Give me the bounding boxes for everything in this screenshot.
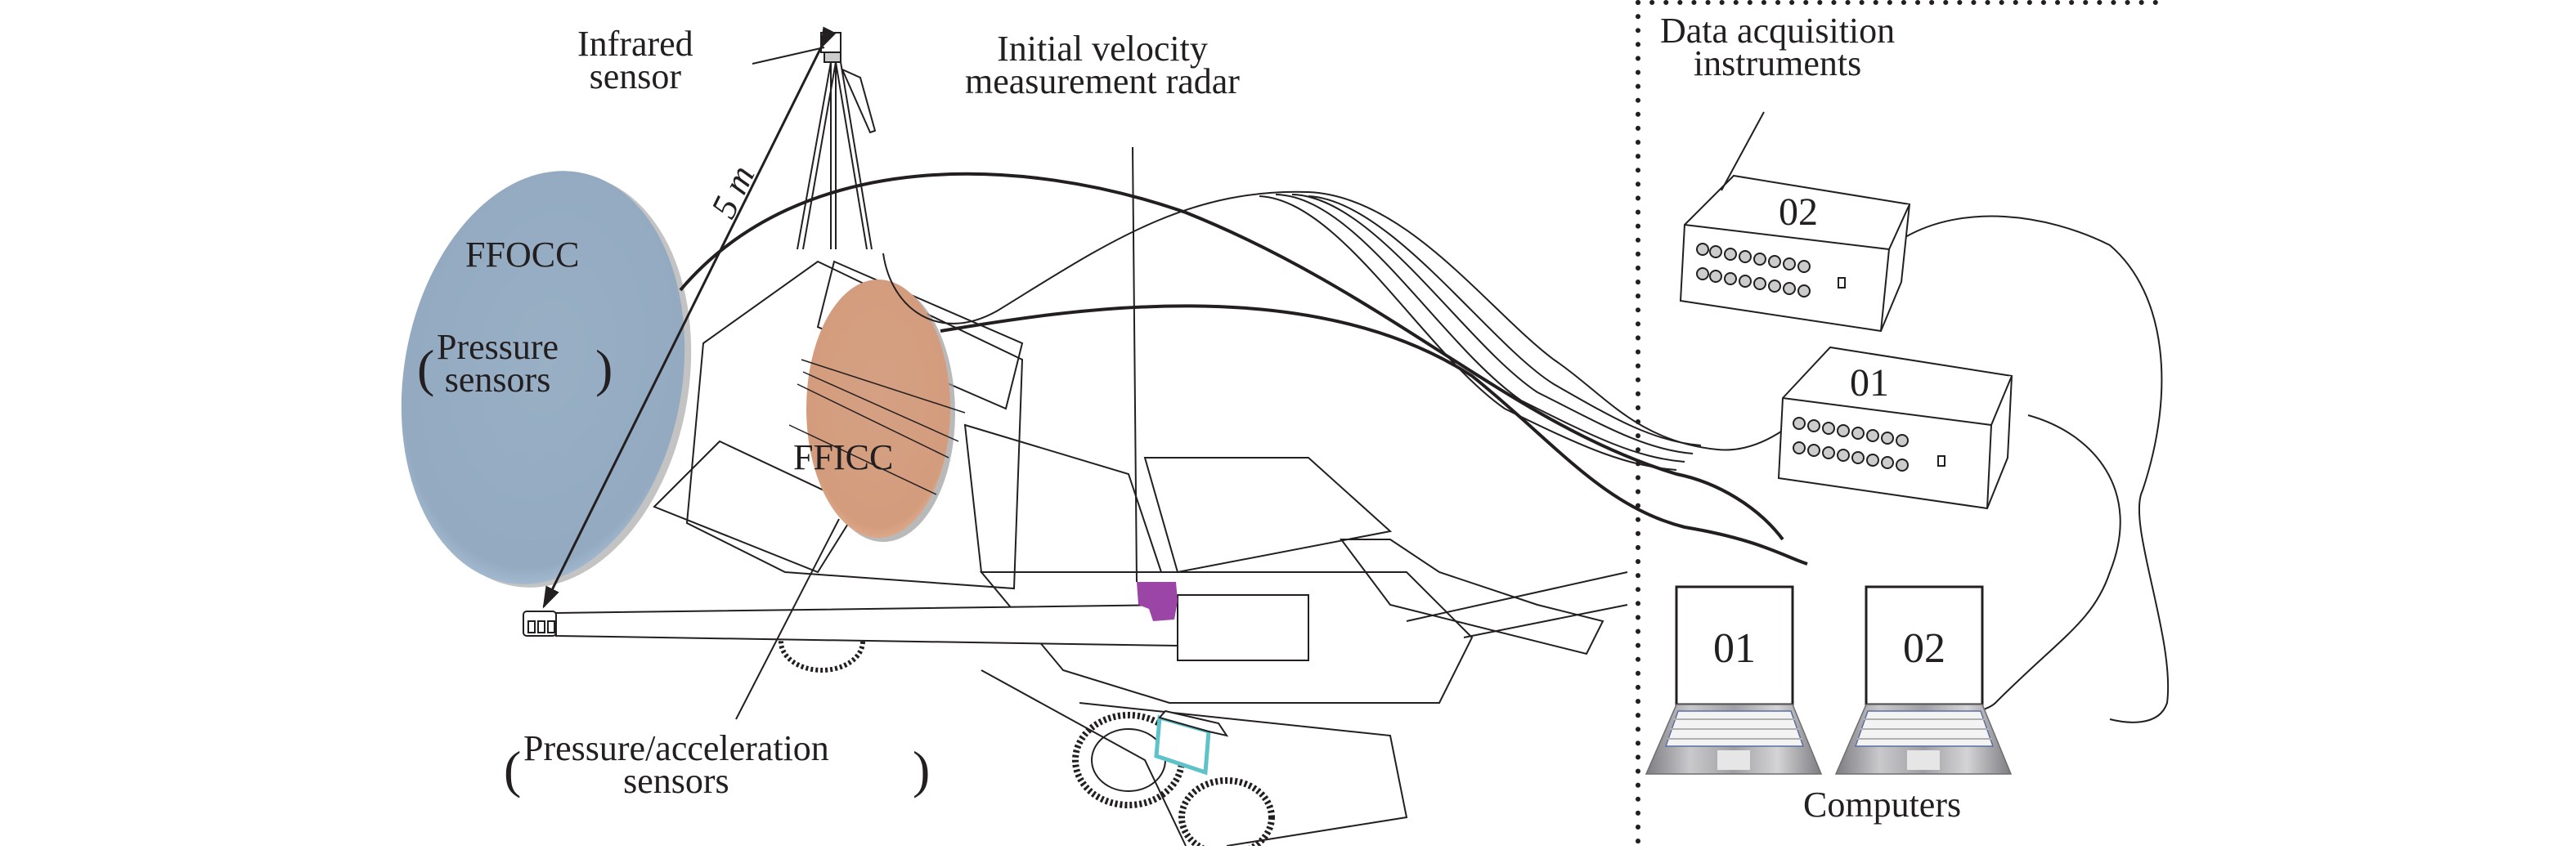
computer-01-number: 01 [1713, 625, 1756, 672]
computer-02-number: 02 [1903, 625, 1945, 672]
ffocc-sensors-text: Pressure sensors [437, 327, 559, 400]
daq-label: Data acquisition instruments [1660, 11, 1896, 83]
ffocc-sensors-line2: sensors [444, 360, 551, 400]
distance-arrow [542, 26, 837, 609]
fficc-sensors-text: Pressure/acceleration sensors [523, 728, 829, 801]
onboard-sensor-box [1154, 709, 1229, 776]
laptop-01 [1645, 585, 1823, 775]
fficc-sensors-line2: sensors [623, 761, 729, 801]
ffocc-sensors-line1: Pressure [437, 327, 559, 367]
ffocc-paren-right: ) [595, 339, 613, 397]
gun-barrel [523, 594, 1309, 661]
fficc-ellipse [788, 280, 966, 542]
infrared-sensor-label-line2: sensor [589, 56, 682, 96]
daq-label-line1: Data acquisition [1660, 11, 1896, 51]
radar-label-line2: measurement radar [965, 61, 1240, 101]
daq-leader-line [1721, 111, 1765, 191]
radar-label-line1: Initial velocity [997, 29, 1208, 69]
distance-label: 5 m [703, 159, 762, 225]
infrared-sensor-label-line1: Infrared [577, 24, 693, 64]
signal-cables [679, 146, 2170, 723]
ffocc-label: FFOCC [465, 235, 580, 275]
fficc-paren-right: ) [913, 740, 931, 799]
radar-marker [1137, 582, 1178, 621]
fficc-leader-line [735, 518, 840, 720]
radar-label: Initial velocity measurement radar [965, 29, 1240, 101]
daq-instrument-02 [1679, 174, 1911, 333]
computers-label: Computers [1803, 785, 1962, 825]
daq-01-number: 01 [1850, 361, 1889, 405]
laptop-02 [1834, 585, 2013, 775]
fficc-paren-left: ( [504, 740, 522, 799]
ffocc-paren-left: ( [417, 339, 435, 397]
fficc-label: FFICC [793, 437, 894, 477]
daq-instrument-01 [1777, 346, 2013, 510]
fficc-sensors-line1: Pressure/acceleration [523, 728, 829, 768]
daq-label-line2: instruments [1693, 43, 1862, 83]
infrared-sensor-label: Infrared sensor [577, 24, 693, 96]
daq-02-number: 02 [1779, 190, 1818, 234]
